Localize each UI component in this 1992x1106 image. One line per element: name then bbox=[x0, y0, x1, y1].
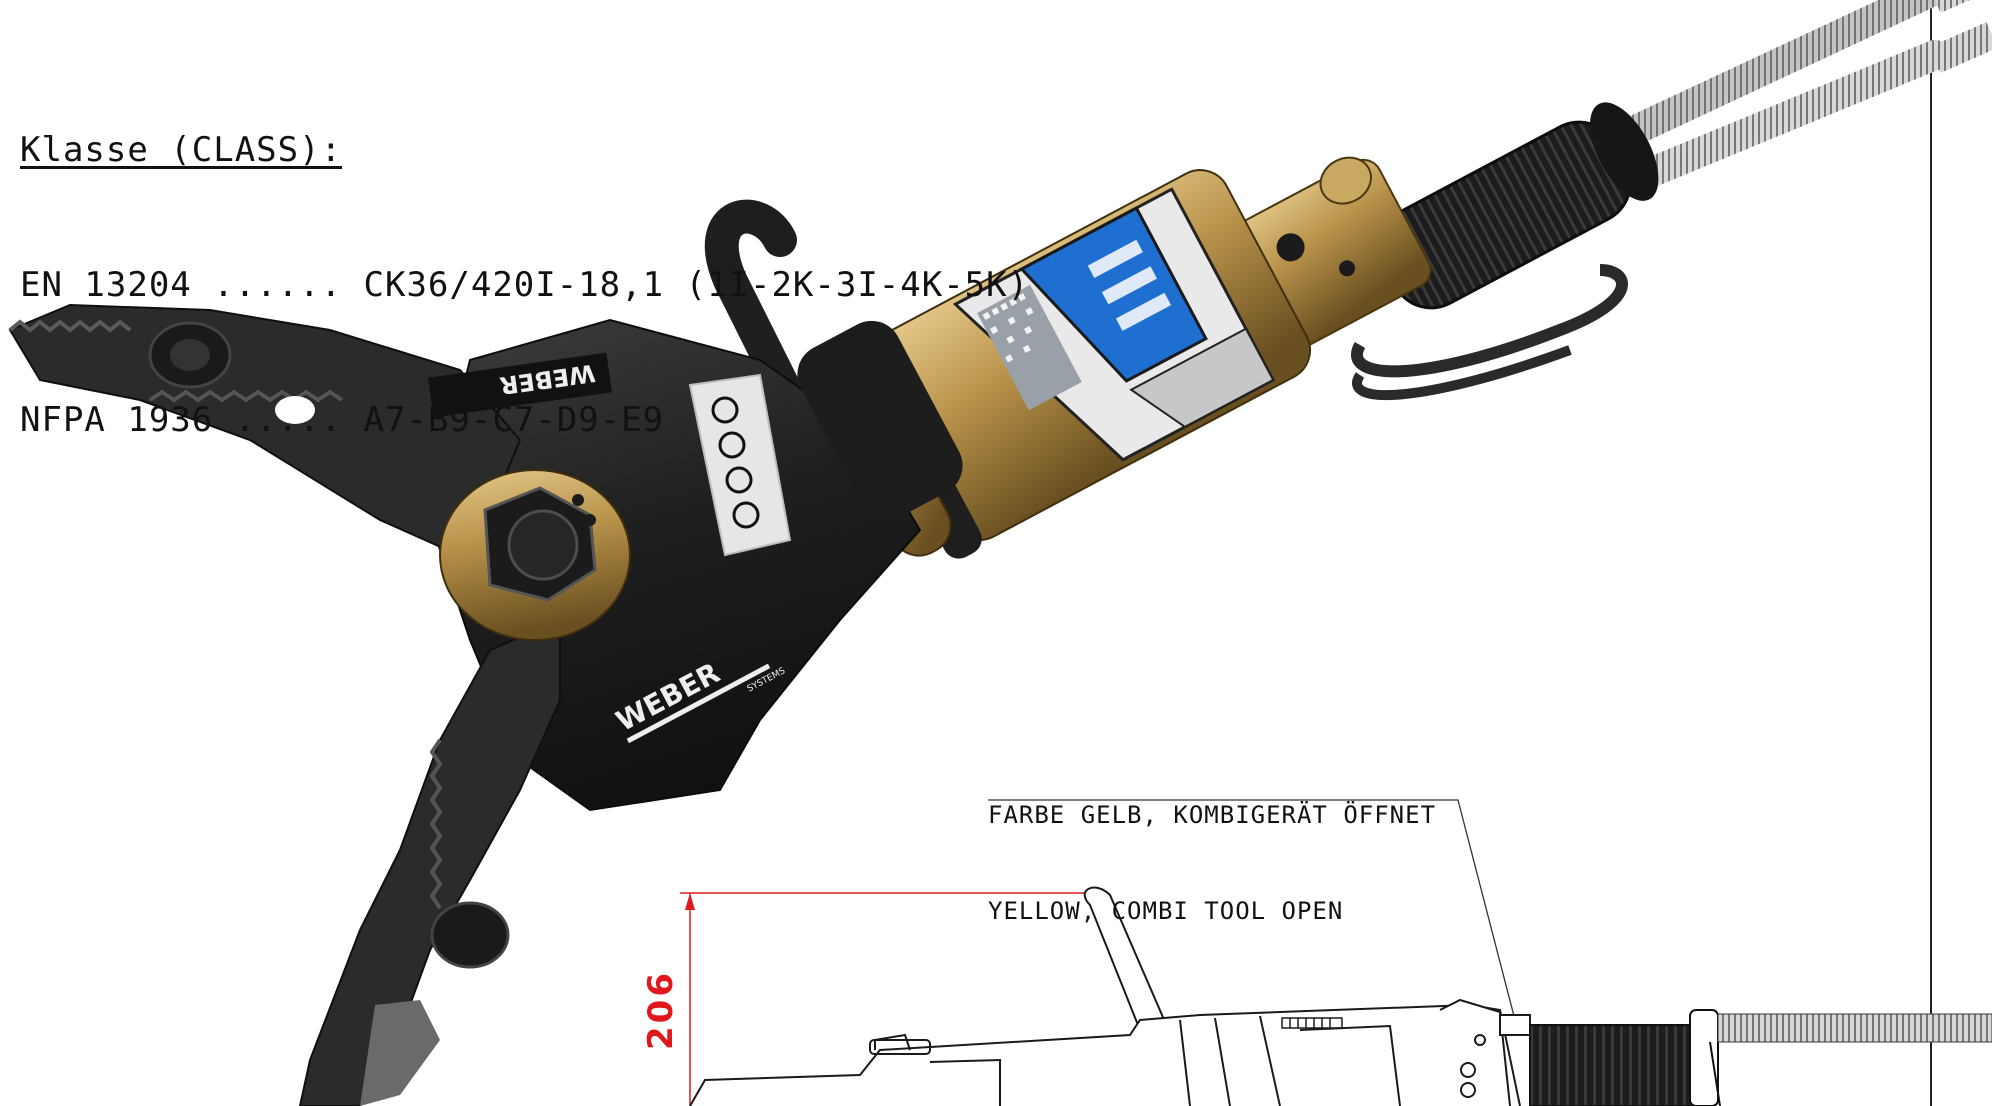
color-note-line2: YELLOW, COMBI TOOL OPEN bbox=[988, 897, 1344, 925]
class-block: Klasse (CLASS): EN 13204 ...... CK36/420… bbox=[20, 38, 1029, 533]
side-view-grip bbox=[1529, 1024, 1696, 1106]
side-view-line-drawing bbox=[689, 886, 1531, 1106]
color-note: FARBE GELB, KOMBIGERÄT ÖFFNET YELLOW, CO… bbox=[988, 735, 1436, 991]
class-nfpa1936: NFPA 1936 ..... A7-B9-C7-D9-E9 bbox=[20, 400, 665, 440]
lower-jaw bbox=[298, 618, 561, 1106]
hose-bracket bbox=[1351, 264, 1628, 378]
dimension-label: 206 bbox=[641, 970, 681, 1050]
pivot-hub bbox=[439, 469, 631, 641]
adapter-ring bbox=[797, 320, 963, 520]
note-leader-line bbox=[988, 799, 1516, 1021]
dimension-206 bbox=[680, 892, 1085, 1106]
indicator-panel bbox=[688, 373, 792, 557]
rear-grip bbox=[1378, 102, 1659, 310]
hydraulic-hoses bbox=[1610, 0, 1992, 190]
side-view-hose bbox=[1717, 1013, 1992, 1043]
color-note-line1: FARBE GELB, KOMBIGERÄT ÖFFNET bbox=[988, 801, 1437, 829]
class-en13204: EN 13204 ...... CK36/420I-18,1 (1I-2K-3I… bbox=[20, 265, 1030, 305]
model-label bbox=[952, 187, 1276, 462]
class-title: Klasse (CLASS): bbox=[20, 130, 343, 170]
